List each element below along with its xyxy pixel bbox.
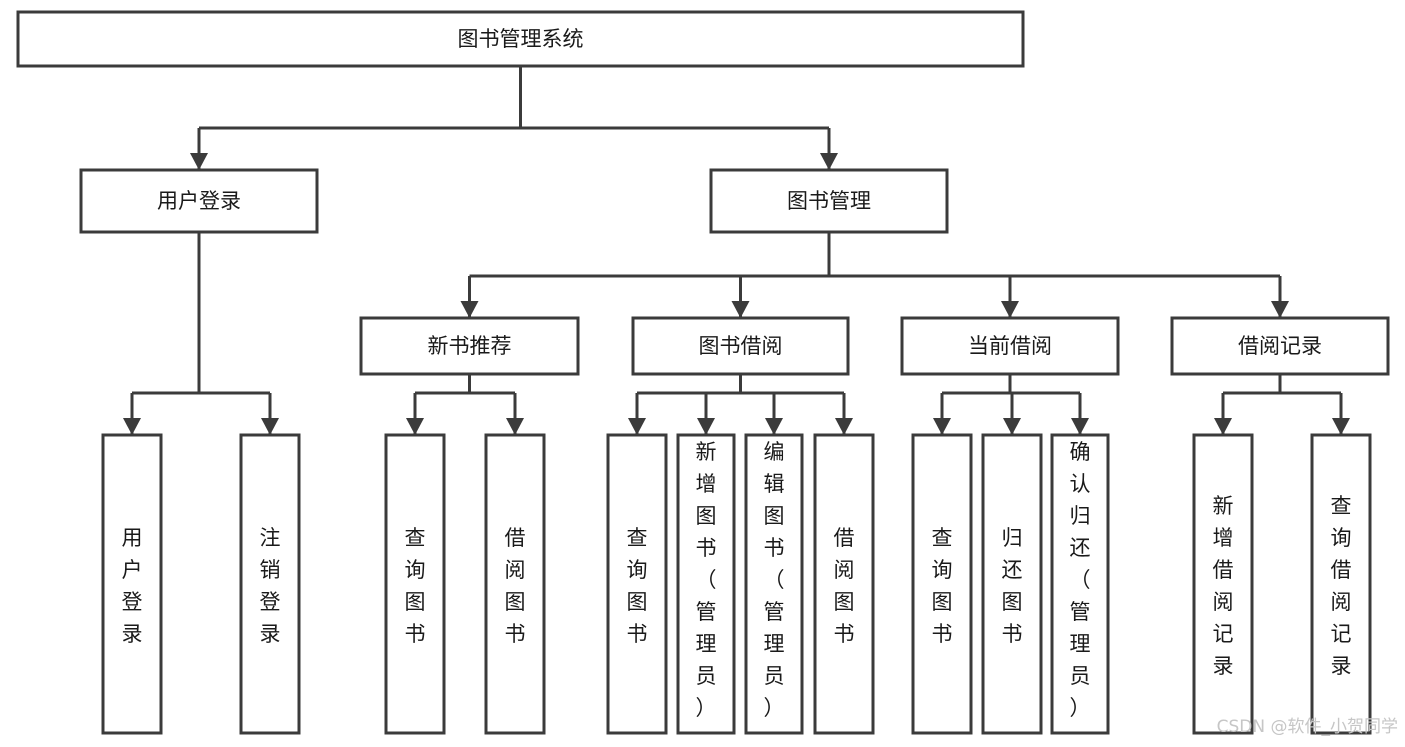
node-label-leaf-add-borrow-record: 新增借阅记录 [1213,494,1234,678]
arrow-head-icon [406,418,424,435]
node-box-leaf-query-borrow-record [1310,433,1372,735]
node-book-borrow[interactable]: 图书借阅 [631,316,850,376]
node-leaf-query-book-current[interactable]: 查询图书 [911,433,973,735]
node-new-book-recommend[interactable]: 新书推荐 [359,316,580,376]
edges-from-book-borrow [628,374,853,435]
node-box-leaf-logout [239,433,301,735]
node-box-leaf-query-book-current [911,433,973,735]
node-box-leaf-query-book-recommend [384,433,446,735]
node-leaf-add-borrow-record[interactable]: 新增借阅记录 [1192,433,1254,735]
node-label-leaf-logout: 注销登录 [260,526,281,646]
node-user-login[interactable]: 用户登录 [79,168,319,234]
node-box-leaf-borrow-book-recommend [484,433,546,735]
node-box-new-book-recommend [359,316,580,376]
node-label-leaf-query-book-current: 查询图书 [932,526,953,646]
arrow-head-icon [933,418,951,435]
node-box-user-login [79,168,319,234]
node-box-book-borrow [631,316,850,376]
edges-from-current-borrow [933,374,1089,435]
arrow-head-icon [1271,301,1289,318]
node-label-leaf-borrow-book-recommend: 借阅图书 [505,526,526,646]
arrow-head-icon [261,418,279,435]
edges-from-new-book-recommend [406,374,524,435]
node-label-root: 图书管理系统 [458,27,584,51]
node-box-root [16,10,1025,68]
arrow-head-icon [820,153,838,170]
arrow-head-icon [1001,301,1019,318]
node-box-leaf-confirm-return-admin [1050,433,1110,735]
node-label-borrow-record: 借阅记录 [1238,334,1322,358]
node-label-leaf-user-login: 用户登录 [122,526,143,646]
node-label-book-borrow: 图书借阅 [699,334,783,358]
arrow-head-icon [1071,418,1089,435]
node-leaf-user-login[interactable]: 用户登录 [101,433,163,735]
arrow-head-icon [628,418,646,435]
node-leaf-query-borrow-record[interactable]: 查询借阅记录 [1310,433,1372,735]
node-root[interactable]: 图书管理系统 [16,10,1025,68]
node-label-leaf-add-book-admin: 新增图书（管理员） [696,440,717,720]
node-leaf-confirm-return-admin[interactable]: 确认归还（管理员） [1050,433,1110,735]
arrow-head-icon [835,418,853,435]
node-leaf-borrow-book-recommend[interactable]: 借阅图书 [484,433,546,735]
watermark-label: CSDN @软件_小贺同学 [1217,717,1398,737]
node-label-leaf-edit-book-admin: 编辑图书（管理员） [764,440,785,720]
node-box-borrow-record [1170,316,1390,376]
node-leaf-borrow-book-borrow[interactable]: 借阅图书 [813,433,875,735]
node-label-current-borrow: 当前借阅 [968,334,1052,358]
node-leaf-query-book-borrow[interactable]: 查询图书 [606,433,668,735]
arrow-head-icon [123,418,141,435]
node-current-borrow[interactable]: 当前借阅 [900,316,1120,376]
node-label-leaf-return-book: 归还图书 [1002,526,1023,646]
edges-from-user-login [123,232,279,435]
node-leaf-query-book-recommend[interactable]: 查询图书 [384,433,446,735]
node-box-leaf-add-book-admin [676,433,736,735]
node-box-leaf-add-borrow-record [1192,433,1254,735]
node-label-leaf-query-book-borrow: 查询图书 [627,526,648,646]
node-leaf-logout[interactable]: 注销登录 [239,433,301,735]
node-book-management[interactable]: 图书管理 [709,168,949,234]
edges-from-root [190,66,838,170]
node-box-leaf-query-book-borrow [606,433,668,735]
arrow-head-icon [506,418,524,435]
edges-from-borrow-record [1214,374,1350,435]
node-label-new-book-recommend: 新书推荐 [428,334,512,358]
node-leaf-edit-book-admin[interactable]: 编辑图书（管理员） [744,433,804,735]
arrow-head-icon [731,301,750,318]
node-label-leaf-borrow-book-borrow: 借阅图书 [834,526,855,646]
arrow-head-icon [1332,418,1350,435]
arrow-head-icon [460,301,479,318]
node-box-leaf-edit-book-admin [744,433,804,735]
node-label-user-login: 用户登录 [157,189,241,213]
node-label-leaf-confirm-return-admin: 确认归还（管理员） [1070,440,1091,720]
arrow-head-icon [1003,418,1021,435]
node-leaf-return-book[interactable]: 归还图书 [981,433,1043,735]
node-label-leaf-query-borrow-record: 查询借阅记录 [1331,494,1352,678]
arrow-head-icon [1214,418,1232,435]
arrow-head-icon [765,418,783,435]
node-layer: 图书管理系统用户登录图书管理新书推荐图书借阅当前借阅借阅记录用户登录注销登录查询… [16,10,1390,735]
connector-layer [123,66,1350,435]
node-label-book-management: 图书管理 [787,189,871,213]
node-borrow-record[interactable]: 借阅记录 [1170,316,1390,376]
node-box-leaf-user-login [101,433,163,735]
node-leaf-add-book-admin[interactable]: 新增图书（管理员） [676,433,736,735]
edges-from-book-management [460,232,1289,318]
node-box-leaf-borrow-book-borrow [813,433,875,735]
node-box-book-management [709,168,949,234]
arrow-head-icon [190,153,208,170]
node-label-leaf-query-book-recommend: 查询图书 [405,526,426,646]
arrow-head-icon [697,418,715,435]
node-box-leaf-return-book [981,433,1043,735]
node-box-current-borrow [900,316,1120,376]
